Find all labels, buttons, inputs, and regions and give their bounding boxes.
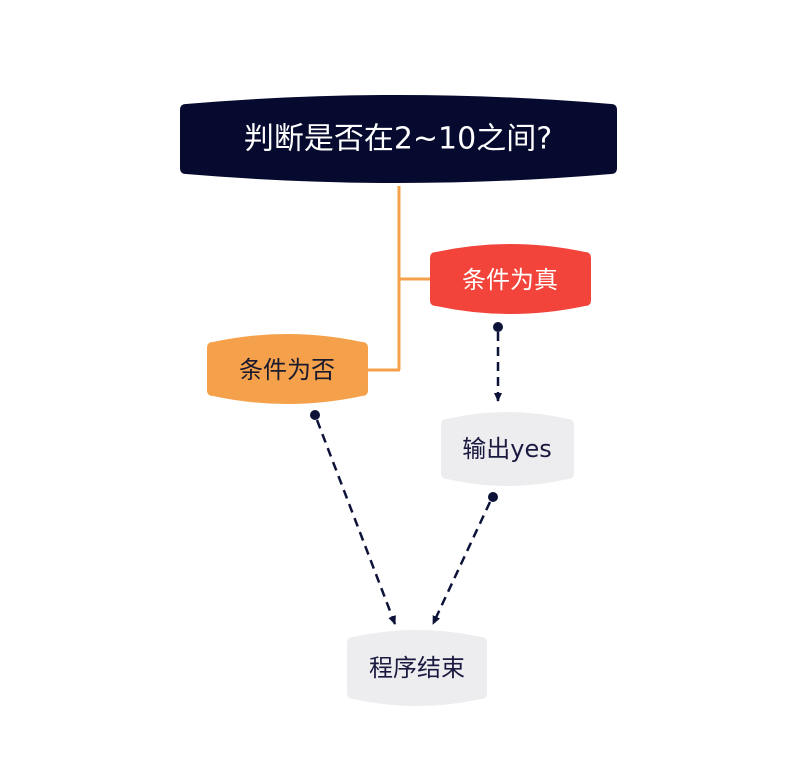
node-false-branch[interactable]: 条件为否 — [207, 334, 368, 404]
node-program-end-shape — [347, 630, 487, 706]
node-root[interactable]: 判断是否在2~10之间? — [180, 95, 617, 183]
node-root-label: 判断是否在2~10之间? — [244, 122, 552, 157]
node-false-branch-shape — [207, 334, 368, 404]
node-output-yes-label: 输出yes — [462, 435, 551, 463]
edge-dashed-line — [315, 419, 397, 625]
node-program-end[interactable]: 程序结束 — [347, 630, 487, 706]
edge-false-to-end — [310, 410, 397, 625]
edge-dashed-line — [431, 501, 492, 625]
flow-edges — [310, 322, 503, 625]
edge-start-dot — [493, 322, 503, 332]
node-true-branch[interactable]: 条件为真 — [430, 244, 591, 314]
branch-connectors — [366, 186, 432, 372]
node-output-yes-shape — [441, 412, 574, 486]
edge-start-dot — [488, 492, 498, 502]
node-true-branch-shape — [430, 244, 591, 314]
node-root-shape — [180, 95, 617, 183]
node-program-end-label: 程序结束 — [369, 654, 465, 682]
edge-output-to-end — [431, 492, 498, 625]
node-false-branch-label: 条件为否 — [239, 356, 335, 384]
node-true-branch-label: 条件为真 — [462, 266, 558, 294]
edge-true-to-output — [493, 322, 503, 402]
node-output-yes[interactable]: 输出yes — [441, 412, 574, 486]
edge-start-dot — [310, 410, 320, 420]
